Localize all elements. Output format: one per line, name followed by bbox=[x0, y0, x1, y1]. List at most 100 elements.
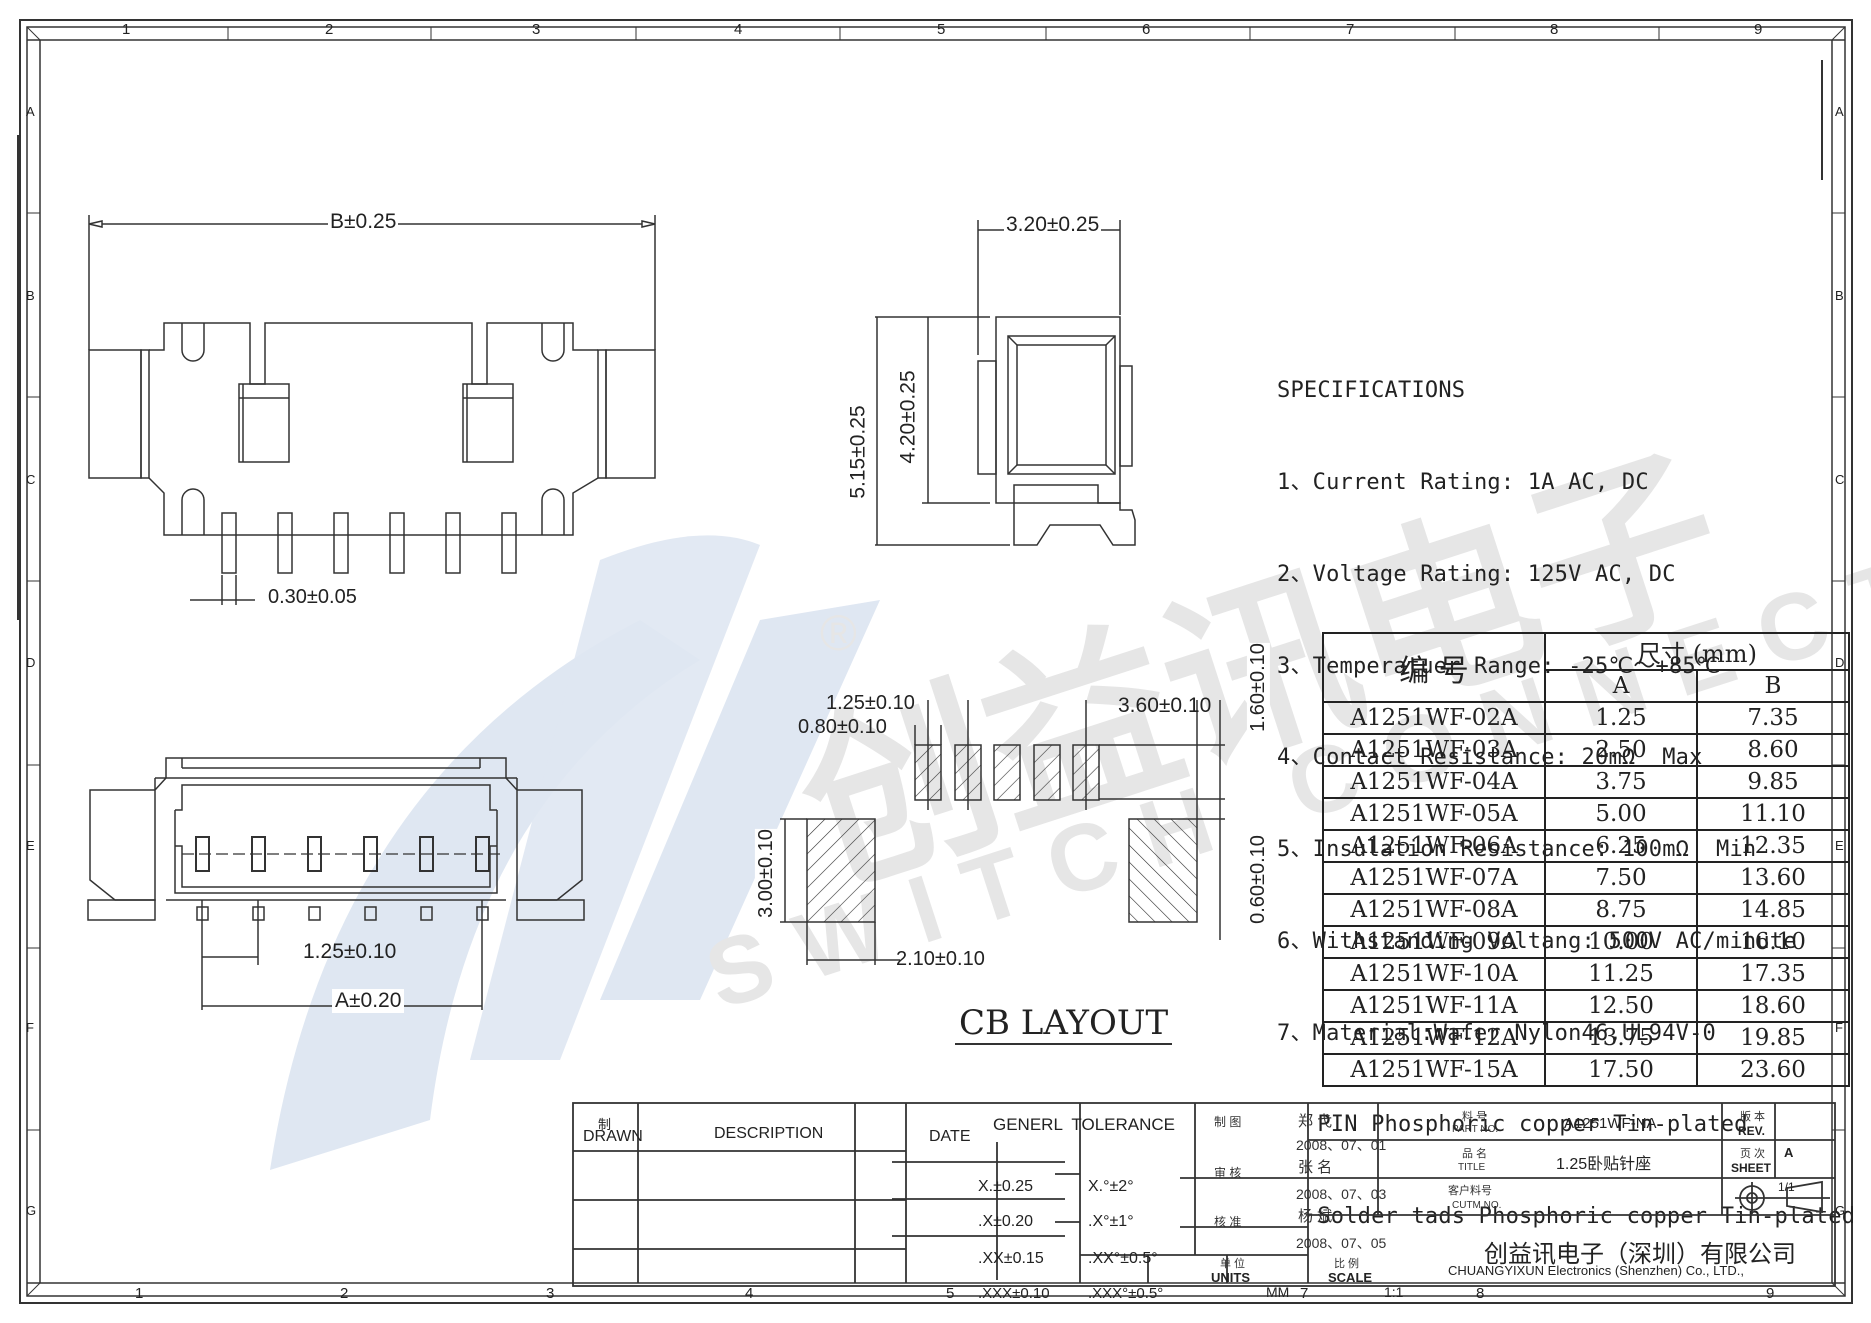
tolerance-angular-1: X.°±2° bbox=[1088, 1178, 1134, 1195]
projection-symbol-icon bbox=[1735, 1182, 1835, 1218]
units-label: UNITS bbox=[1211, 1270, 1250, 1285]
tolerance-linear-4: .XXX±0.10 bbox=[978, 1285, 1050, 1302]
cell-b: 7.35 bbox=[1696, 701, 1850, 735]
zone-row-e: E bbox=[26, 838, 35, 853]
cell-a: 2.50 bbox=[1544, 733, 1698, 767]
cell-part: A1251WF-05A bbox=[1322, 797, 1546, 831]
cell-b: 14.85 bbox=[1696, 893, 1850, 927]
tolerance-linear-2: .X±0.20 bbox=[978, 1213, 1034, 1230]
drawing-label: 制 图 bbox=[1214, 1115, 1242, 1129]
header-size: 尺寸 (mm) bbox=[1544, 632, 1850, 671]
review-date: 2008、07、03 bbox=[1296, 1186, 1387, 1202]
zone-col-4: 4 bbox=[734, 21, 743, 38]
cell-part: A1251WF-15A bbox=[1322, 1053, 1546, 1087]
part-no-cn: 料 号 bbox=[1462, 1111, 1488, 1123]
cell-a: 1.25 bbox=[1544, 701, 1698, 735]
title-value: 1.25卧贴针座 bbox=[1556, 1156, 1652, 1173]
units-value: MM bbox=[1266, 1284, 1290, 1300]
spec-title: SPECIFICATIONS bbox=[1277, 378, 1466, 404]
cell-b: 23.60 bbox=[1696, 1053, 1850, 1087]
zone-col-3: 3 bbox=[532, 21, 541, 38]
zone-col-2-bottom: 2 bbox=[340, 1285, 349, 1302]
cell-b: 9.85 bbox=[1696, 765, 1850, 799]
approve-label: 核 准 bbox=[1214, 1215, 1242, 1229]
cell-part: A1251WF-12A bbox=[1322, 1021, 1546, 1055]
pcb-dim-gap: 0.60±0.10 bbox=[1246, 835, 1270, 924]
zone-col-7-bottom: 7 bbox=[1300, 1285, 1309, 1302]
cell-part: A1251WF-11A bbox=[1322, 989, 1546, 1023]
tolerance-linear-1: X.±0.25 bbox=[978, 1178, 1034, 1195]
cell-part: A1251WF-04A bbox=[1322, 765, 1546, 799]
drawn-label: DRAWN bbox=[583, 1128, 643, 1145]
cell-a: 7.50 bbox=[1544, 861, 1698, 895]
side-view-drawing bbox=[875, 220, 1136, 546]
cell-b: 11.10 bbox=[1696, 797, 1850, 831]
title-block-grid bbox=[572, 1102, 1836, 1287]
zone-col-5-bottom: 5 bbox=[946, 1285, 955, 1302]
cell-part: A1251WF-06A bbox=[1322, 829, 1546, 863]
spec-line-8: PIN Phosphoric copper Tin-plated bbox=[1277, 1112, 1748, 1138]
zone-col-9-bottom: 9 bbox=[1766, 1285, 1775, 1302]
dim-pin-width: 0.30±0.05 bbox=[268, 586, 357, 608]
zone-row-f: F bbox=[26, 1020, 34, 1035]
cell-b: 17.35 bbox=[1696, 957, 1850, 991]
zone-col-7: 7 bbox=[1346, 21, 1355, 38]
zone-col-2: 2 bbox=[325, 21, 334, 38]
spec-line-2: 2、Voltage Rating: 125V AC, DC bbox=[1277, 561, 1676, 587]
drawing-date: 2008、07、01 bbox=[1296, 1137, 1387, 1153]
zone-col-9: 9 bbox=[1754, 21, 1763, 38]
pcb-dim-pad-height: 1.60±0.10 bbox=[1246, 643, 1270, 732]
header-col-b: B bbox=[1696, 669, 1850, 703]
zone-row-a: A bbox=[26, 104, 35, 119]
cust-no-label: CUTM.NO. bbox=[1452, 1200, 1502, 1211]
scale-value: 1:1 bbox=[1384, 1284, 1404, 1300]
zone-row-c: C bbox=[26, 472, 36, 487]
cell-b: 16.10 bbox=[1696, 925, 1850, 959]
cell-part: A1251WF-03A bbox=[1322, 733, 1546, 767]
dim-side-height-inner: 4.20±0.25 bbox=[896, 370, 921, 464]
part-no-label: PART NO. bbox=[1452, 1124, 1499, 1135]
cust-no-cn: 客户料号 bbox=[1448, 1185, 1492, 1197]
dim-side-height-outer: 5.15±0.25 bbox=[846, 405, 871, 499]
front-view-drawing bbox=[87, 757, 585, 1010]
sheet-label: SHEET bbox=[1731, 1161, 1772, 1175]
tolerance-title: GENERL TOLERANCE bbox=[993, 1115, 1176, 1134]
sheet-number: 1/1 bbox=[1778, 1180, 1795, 1194]
part-no-value: A1251WF-NA bbox=[1564, 1115, 1657, 1132]
spec-line-9: Solder tads Phosphoric copper Tin-plated bbox=[1277, 1204, 1856, 1230]
cell-b: 8.60 bbox=[1696, 733, 1850, 767]
cell-part: A1251WF-07A bbox=[1322, 861, 1546, 895]
cell-a: 8.75 bbox=[1544, 893, 1698, 927]
title-cn: 品 名 bbox=[1462, 1148, 1488, 1160]
pcb-layout-drawing bbox=[780, 700, 1225, 965]
cell-b: 19.85 bbox=[1696, 1021, 1850, 1055]
tolerance-angular-2: .X°±1° bbox=[1088, 1213, 1134, 1230]
zone-row-b-right: B bbox=[1835, 288, 1844, 303]
zone-col-3-bottom: 3 bbox=[546, 1285, 555, 1302]
pcb-dim-pad-width: 0.80±0.10 bbox=[798, 716, 887, 738]
zone-col-1: 1 bbox=[122, 21, 131, 38]
cell-a: 12.50 bbox=[1544, 989, 1698, 1023]
tolerance-angular-3: .XX°±0.5° bbox=[1088, 1250, 1158, 1267]
cell-b: 12.35 bbox=[1696, 829, 1850, 863]
date-label: DATE bbox=[929, 1128, 971, 1145]
tolerance-angular-4: .XXX°±0.5° bbox=[1088, 1285, 1164, 1302]
dim-front-pitch: 1.25±0.10 bbox=[303, 940, 397, 963]
scale-label: SCALE bbox=[1328, 1270, 1373, 1285]
review-label: 审 核 bbox=[1214, 1166, 1242, 1180]
zone-col-1-bottom: 1 bbox=[135, 1285, 144, 1302]
cell-a: 3.75 bbox=[1544, 765, 1698, 799]
cell-a: 11.25 bbox=[1544, 957, 1698, 991]
sheet-cn: 页 次 bbox=[1740, 1148, 1766, 1160]
header-part-number: 编 号 bbox=[1322, 632, 1546, 703]
